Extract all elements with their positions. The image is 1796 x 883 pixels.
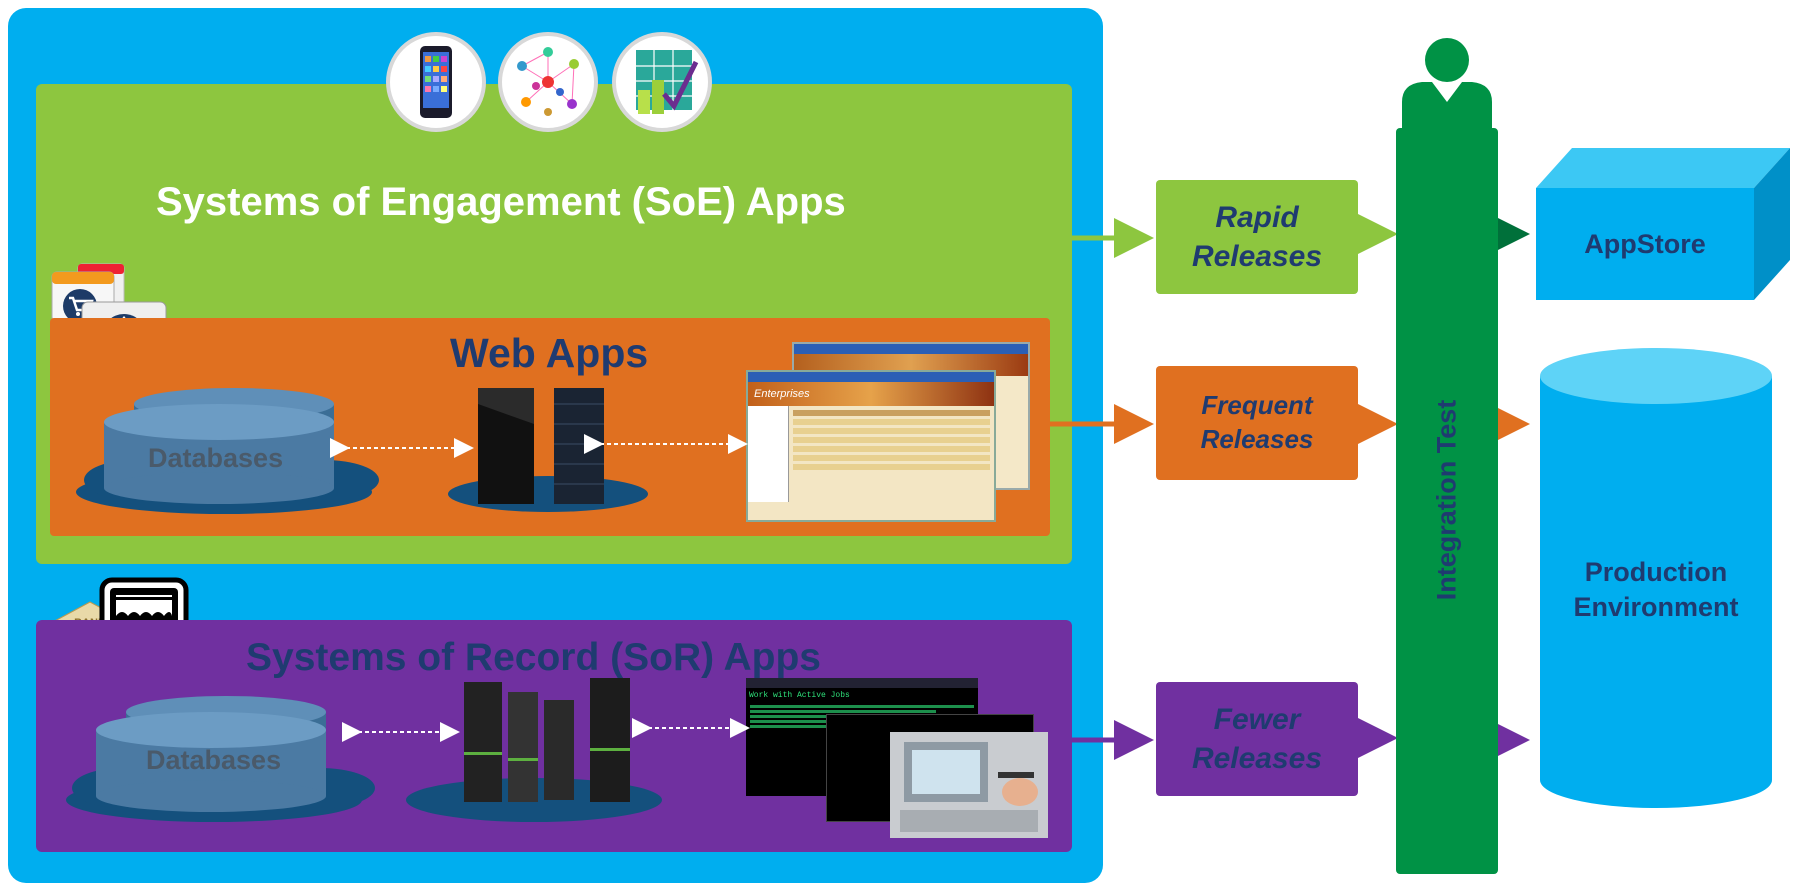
- production-environment-label: Production Environment: [1573, 557, 1739, 623]
- user-icon: [1402, 38, 1492, 128]
- web-server-icon: [448, 388, 648, 512]
- production-environment-cylinder: [1540, 348, 1772, 808]
- integration-test-bar: [1396, 128, 1498, 874]
- frequent-releases-label: Frequent Releases: [1200, 390, 1314, 454]
- mobile-phone-icon: [386, 32, 486, 132]
- soe-title: Systems of Engagement (SoE) Apps: [156, 180, 846, 224]
- mainframe-server-icon: [406, 678, 662, 822]
- appstore-label: AppStore: [1584, 228, 1706, 259]
- sor-databases-label: Databases: [146, 745, 282, 775]
- appstore-box: [1536, 148, 1790, 300]
- web-app-screenshot: Enterprises: [746, 370, 996, 522]
- fewer-releases-label: Fewer Releases: [1191, 703, 1323, 775]
- sor-databases-icon: [66, 696, 375, 822]
- web-databases-icon: [76, 388, 379, 514]
- rapid-releases-label: Rapid Releases: [1191, 201, 1323, 273]
- web-app-screen-title: Enterprises: [748, 382, 994, 406]
- web-apps-title: Web Apps: [450, 330, 649, 376]
- terminal-header: Work with Active Jobs: [749, 691, 850, 700]
- sor-title: Systems of Record (SoR) Apps: [246, 636, 821, 679]
- atm-image: [890, 732, 1048, 838]
- social-network-icon: [498, 32, 598, 132]
- web-databases-label: Databases: [148, 443, 284, 473]
- rapid-releases-box: Rapid Releases: [1156, 180, 1358, 294]
- frequent-releases-box: Frequent Releases: [1156, 366, 1358, 480]
- integration-test-label: Integration Test: [1431, 399, 1462, 601]
- fewer-releases-box: Fewer Releases: [1156, 682, 1358, 796]
- analytics-chart-icon: [612, 32, 712, 132]
